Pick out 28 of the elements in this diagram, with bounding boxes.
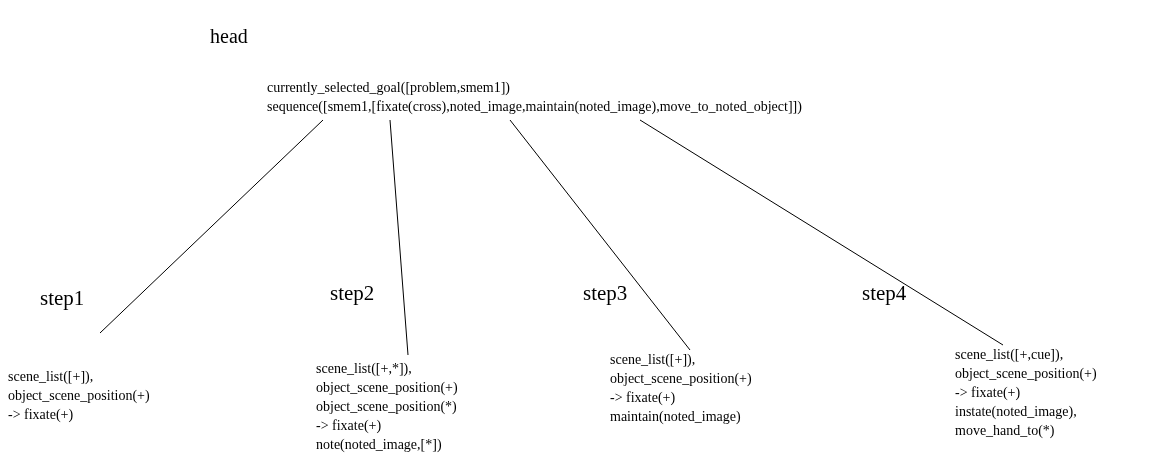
rule-text: object_scene_position(+)	[8, 387, 150, 405]
rule-text: instate(noted_image),	[955, 403, 1077, 421]
rule-text: -> fixate(+)	[316, 417, 382, 435]
rule-text: -> fixate(+)	[8, 406, 74, 424]
step-label: step4	[862, 281, 907, 305]
rule-text: object_scene_position(+)	[610, 370, 752, 388]
rule-text: object_scene_position(*)	[316, 398, 457, 416]
rule-text: scene_list([+]),	[8, 368, 94, 386]
rule-text: scene_list([+,*]),	[316, 360, 412, 378]
rule-text: -> fixate(+)	[610, 389, 676, 407]
heading-text: head	[210, 24, 249, 48]
connector-line	[99, 119, 324, 334]
step-label: step2	[330, 281, 375, 305]
rule-text: object_scene_position(+)	[316, 379, 458, 397]
connector-line	[639, 119, 1004, 346]
step-label: step1	[40, 286, 85, 310]
rule-text: note(noted_image,[*])	[316, 436, 442, 454]
connector-line	[509, 119, 691, 351]
rule-text: move_hand_to(*)	[955, 422, 1055, 440]
rule-text: sequence([smem1,[fixate(cross),noted_image,maintain(noted_image),move_to_noted_object]])	[267, 98, 802, 116]
rule-text: maintain(noted_image)	[610, 408, 741, 426]
rule-text: object_scene_position(+)	[955, 365, 1097, 383]
rule-text: scene_list([+]),	[610, 351, 696, 369]
rule-text: scene_list([+,cue]),	[955, 346, 1064, 364]
connector-line	[389, 119, 409, 356]
rule-text: currently_selected_goal([problem,smem1])	[267, 79, 510, 97]
step-label: step3	[583, 281, 628, 305]
rule-text: -> fixate(+)	[955, 384, 1021, 402]
